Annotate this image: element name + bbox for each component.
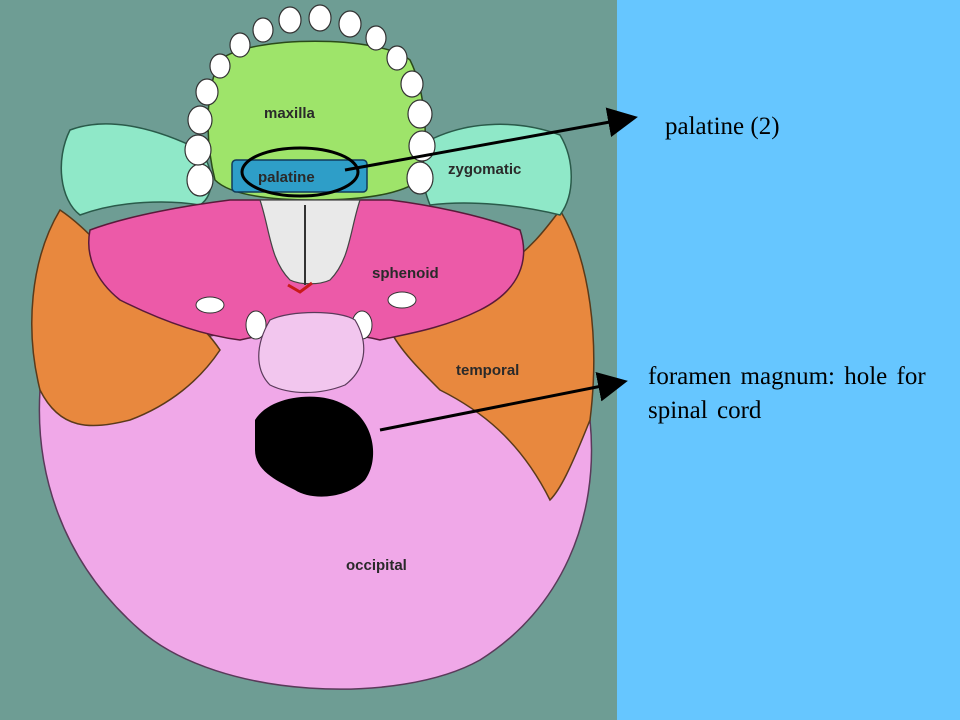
- label-palatine: palatine: [258, 169, 315, 186]
- callout-foramen-magnum: foramen magnum: hole for spinal cord: [648, 363, 926, 424]
- foramen-ovale-right: [387, 291, 417, 309]
- palatine-bone: [231, 159, 368, 193]
- sphenoid-red-mark: [287, 281, 313, 294]
- basioccipital: [258, 311, 365, 394]
- label-temporal: temporal: [456, 362, 519, 379]
- label-zygomatic: zygomatic: [448, 161, 521, 178]
- palatine-highlight-ellipse: [240, 146, 360, 198]
- skull-diagram-panel: maxilla palatine zygomatic sphenoid temp…: [0, 0, 617, 720]
- nasal-conchae: [259, 199, 361, 285]
- occipital-condyle-left: [245, 310, 267, 340]
- label-maxilla: maxilla: [264, 105, 316, 122]
- zygomatic-bone-left: [60, 123, 212, 216]
- label-sphenoid: sphenoid: [372, 265, 439, 282]
- skull-base-diagram: maxilla palatine zygomatic sphenoid temp…: [31, 4, 595, 690]
- foramen-magnum: [255, 396, 374, 497]
- callout-palatine: palatine (2): [665, 113, 780, 140]
- upper-teeth: [184, 4, 436, 197]
- foramen-ovale-left: [195, 296, 225, 314]
- label-occipital: occipital: [346, 557, 407, 574]
